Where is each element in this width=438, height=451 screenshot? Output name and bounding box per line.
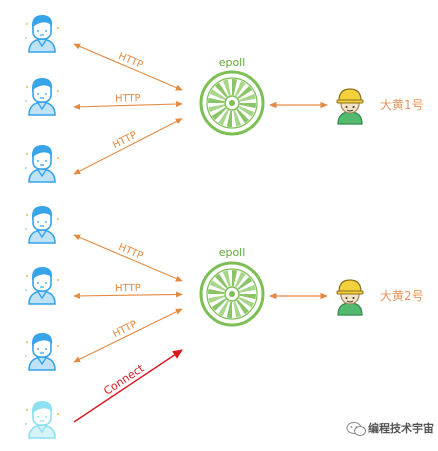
http-arrow: [73, 308, 183, 363]
epoll-group-2: epoll 大黄2号: [199, 246, 424, 327]
worker-icon: [336, 88, 364, 125]
worker-label-1: 大黄1号: [380, 98, 424, 112]
http-arrow: [73, 100, 183, 110]
clients: [25, 15, 59, 439]
http-label: HTTP: [115, 283, 141, 294]
client-icon: [25, 145, 59, 183]
watermark-text: 编程技术宇宙: [368, 421, 434, 435]
connect-label: Connect: [101, 361, 147, 397]
worker-icon: [336, 279, 364, 316]
connect-arrow: [73, 349, 183, 423]
http-arrow: [73, 118, 183, 175]
epoll-group-1: epoll 大黄1号: [199, 56, 424, 136]
client-icon: [25, 267, 59, 305]
epoll-label-2: epoll: [219, 246, 246, 259]
watermark: 编程技术宇宙: [346, 421, 434, 436]
http-arrow: [73, 234, 183, 282]
http-arrow: [73, 43, 183, 91]
client-icon: [25, 333, 59, 371]
epoll-wheel-icon: [199, 70, 265, 136]
client-icon: [25, 78, 59, 116]
http-arrow: [73, 291, 183, 299]
epoll-label-1: epoll: [219, 56, 246, 69]
client-icon: [25, 401, 59, 439]
wechat-icon: [346, 422, 366, 436]
worker-label-2: 大黄2号: [380, 289, 424, 303]
http-label: HTTP: [115, 93, 141, 105]
epoll-wheel-icon: [199, 261, 265, 327]
client-icon: [25, 15, 59, 53]
client-icon: [25, 206, 59, 244]
